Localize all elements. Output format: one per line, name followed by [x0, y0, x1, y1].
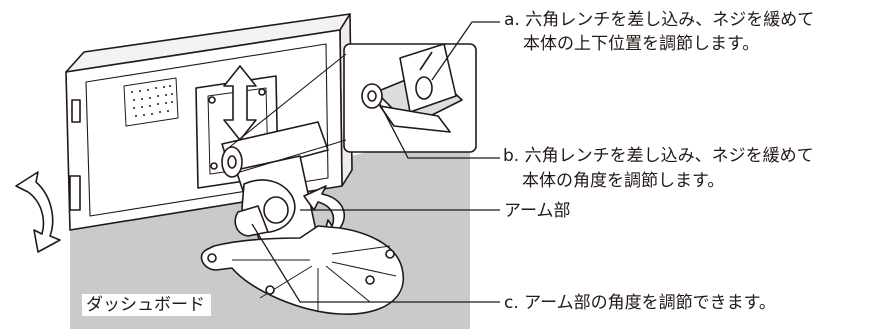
- label-c: c. アーム部の角度を調節できます。: [504, 293, 776, 313]
- label-b-line1: b. 六角レンチを差し込み、ネジを緩めて: [503, 146, 814, 166]
- label-dashboard: ダッシュボード: [82, 294, 211, 316]
- label-a-line2: 本体の上下位置を調節します。: [523, 34, 760, 54]
- suction-base: [200, 225, 405, 315]
- label-a-line1: a. 六角レンチを差し込み、ネジを緩めて: [504, 10, 815, 30]
- mount-arm: [221, 121, 329, 249]
- grille-dots: [131, 85, 173, 117]
- label-b-line2: 本体の角度を調節します。: [522, 171, 725, 191]
- label-arm: アーム部: [504, 201, 571, 221]
- zoom-inset: [343, 43, 477, 153]
- leader-c: [251, 223, 500, 303]
- zoom-guide-lines: [225, 53, 347, 173]
- leader-lines: [251, 21, 500, 303]
- tilt-arrow-icon: [15, 171, 61, 253]
- speaker-grille: [123, 77, 179, 127]
- leader-a: [431, 21, 500, 81]
- leader-b: [379, 103, 500, 159]
